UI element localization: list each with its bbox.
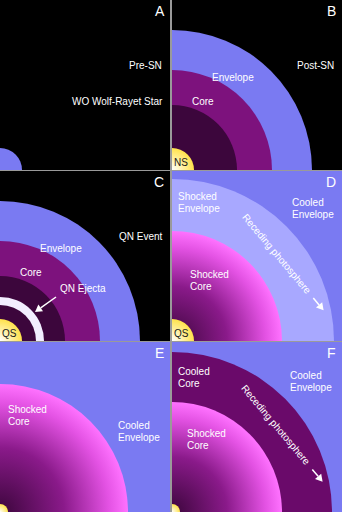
shocked-core [0,384,128,512]
region-label: Cooled Envelope [118,420,164,444]
panel-f [12,342,342,512]
photosphere-label: Receding photosphere [238,383,312,468]
photosphere-label: Receding photosphere [239,211,313,296]
star-label: WO Wolf-Rayet Star [72,96,162,108]
object-label: QS [174,328,188,340]
photosphere-arrow [313,298,323,310]
panel-a [0,0,170,192]
region-label: Shocked Core [187,428,227,452]
panel-title: QN Event [119,231,162,243]
photosphere-arrow [312,469,322,481]
panel-title: Pre-SN [129,60,162,72]
panel-letter: E [155,345,164,361]
callout-label: QN Ejecta [60,283,106,295]
region-label: Cooled Envelope [292,197,338,221]
region-label: Envelope [40,243,82,255]
panel-letter: B [327,3,336,19]
region-label: Envelope [212,72,254,84]
region-label: Shocked Envelope [178,191,226,215]
panel-title: Post-SN [297,60,334,72]
quark-star [0,504,8,512]
quark-star [164,504,180,512]
panel-letter: A [155,3,164,19]
cooled-core [12,352,332,512]
panel-letter: F [327,345,336,361]
panel-letter: C [154,174,164,190]
panel-e [0,342,170,512]
region-label: Shocked Core [8,404,54,428]
region-label: Shocked Core [190,269,230,293]
region-label: Core [192,96,214,108]
region-label: Cooled Core [178,366,222,390]
object-label: QS [2,328,16,340]
shocked-core [62,402,282,512]
region-label: Cooled Envelope [290,370,336,394]
region-label: Core [20,267,42,279]
object-label: NS [174,157,188,169]
panel-letter: D [326,174,336,190]
ejecta-arrow [35,297,56,312]
